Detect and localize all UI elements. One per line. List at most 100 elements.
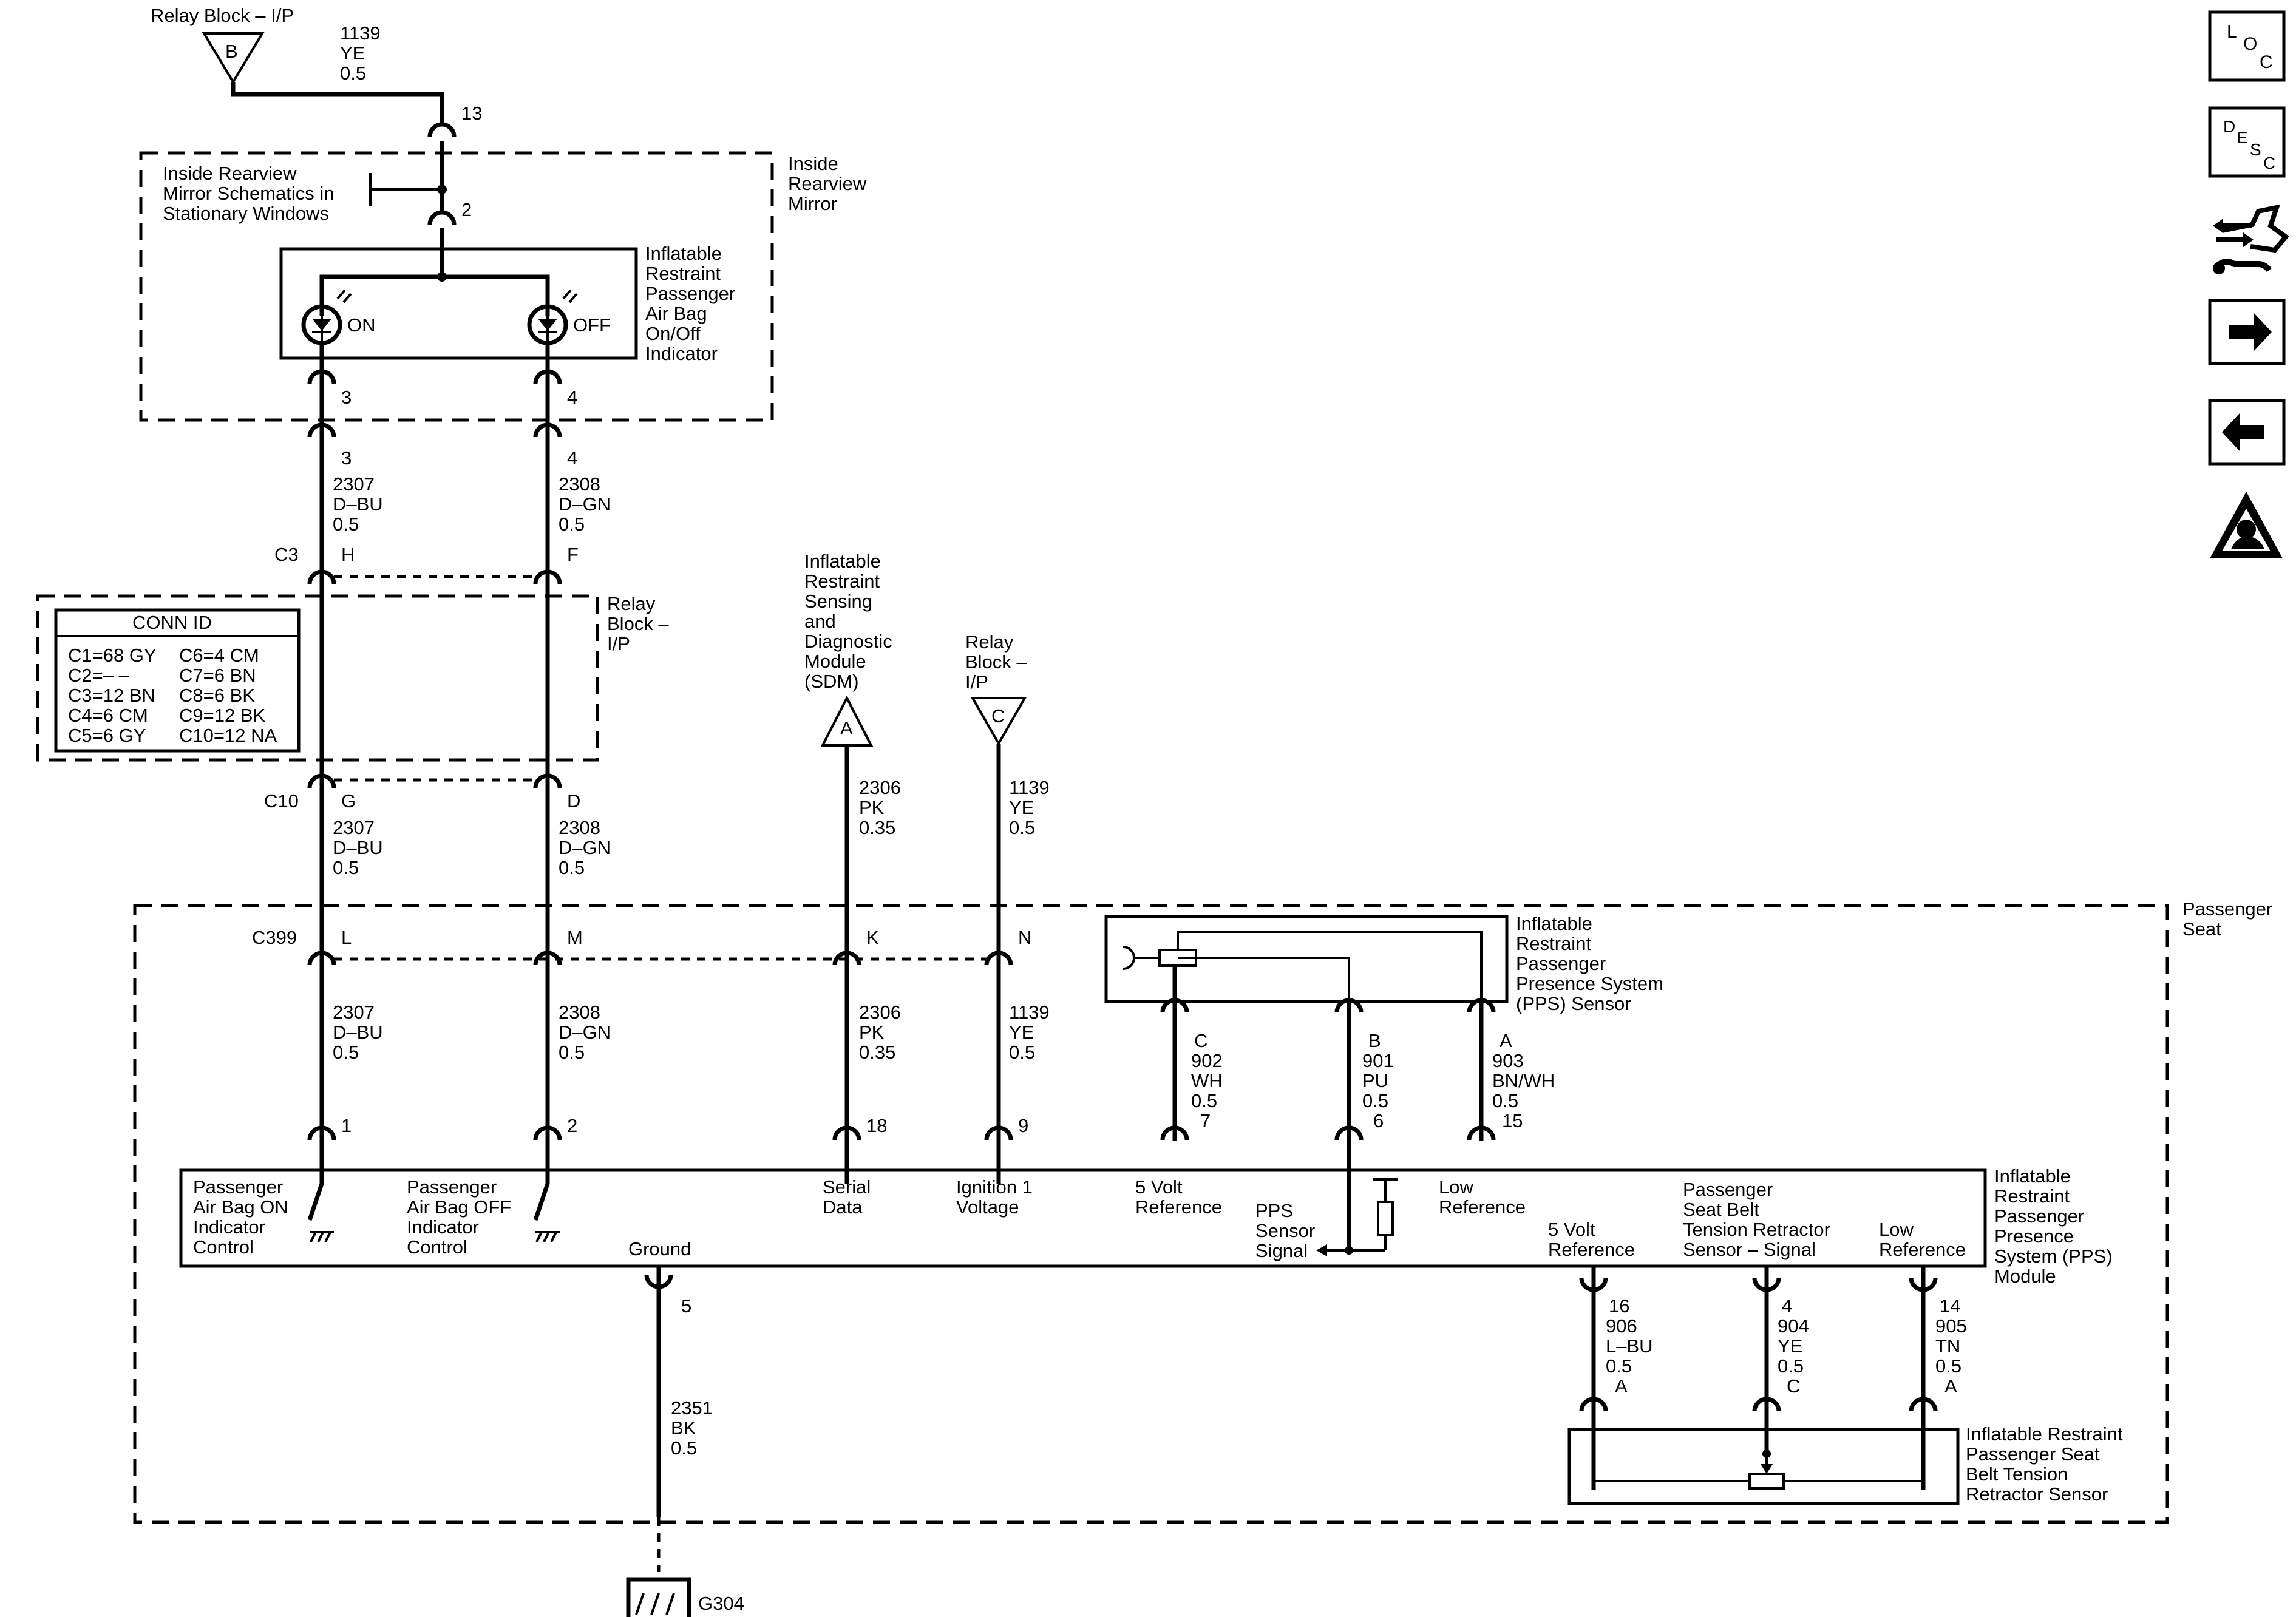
relay-c-color-2: YE	[1009, 1022, 1034, 1043]
fn-ign-2: Voltage	[956, 1196, 1019, 1218]
note-bracket	[369, 173, 442, 206]
fn-low2-2: Reference	[1879, 1239, 1966, 1260]
right-wire-circuit-3: 2308	[559, 1002, 600, 1023]
conn-id-l5: C5=6 GY	[68, 725, 146, 746]
relay-block-label-3: I/P	[607, 633, 630, 654]
svg-text:L: L	[2227, 22, 2237, 42]
pin-3-top: 3	[341, 387, 352, 408]
c3-f: F	[567, 544, 579, 565]
retr-905-gauge: 0.5	[1935, 1355, 1961, 1377]
relay-c-label-1: Relay	[965, 631, 1014, 653]
left-wire-gauge: 0.5	[333, 514, 359, 535]
sdm-label-3: Sensing	[804, 591, 872, 612]
mirror-note-3: Stationary Windows	[163, 203, 329, 224]
retr-lbu: L–BU	[1606, 1335, 1653, 1357]
retr-906-pin: A	[1615, 1375, 1628, 1397]
pps-sensor-box	[1104, 915, 1509, 1003]
svg-text:C: C	[2263, 154, 2275, 172]
sdm-label-5: Diagnostic	[804, 631, 892, 652]
left-wire-pin: 3	[341, 447, 352, 469]
c10-connector	[307, 773, 562, 788]
relay-c-triangle	[970, 697, 1027, 747]
loc-icon[interactable]: L O C	[2208, 10, 2286, 82]
fn-low-1: Low	[1439, 1176, 1473, 1198]
module-label-6: Module	[1994, 1266, 2056, 1287]
conn-id-l1: C1=68 GY	[68, 645, 157, 666]
passenger-seat-outline	[133, 904, 2169, 1524]
left-wire-circuit-2: 2307	[333, 817, 375, 838]
sdm-label-7: (SDM)	[804, 671, 859, 692]
conn-id-l3: C3=12 BN	[68, 685, 155, 706]
module-top-connectors	[307, 1125, 1496, 1141]
fn2-line2: Air Bag OFF	[407, 1196, 511, 1218]
led-on-label: ON	[347, 314, 376, 336]
seat-label-1: Passenger	[2182, 898, 2272, 920]
right-wire-color-2: D–GN	[559, 837, 611, 858]
module-pin-2: 2	[567, 1115, 577, 1136]
pps-label-1: Inflatable	[1516, 913, 1592, 934]
module-label-2: Restraint	[1994, 1185, 2070, 1207]
sdm-label-4: and	[804, 611, 836, 632]
retractor-sensor-box	[1567, 1428, 1960, 1505]
retr-906: 906	[1606, 1315, 1637, 1337]
prev-arrow-icon[interactable]	[2208, 399, 2286, 466]
conn-id-r2: C7=6 BN	[179, 665, 256, 686]
pps-b-pin: B	[1368, 1030, 1381, 1051]
desc-icon[interactable]: D E S C	[2208, 106, 2286, 178]
c399-label: C399	[252, 927, 297, 948]
svg-text:C: C	[2260, 52, 2273, 72]
connector-13	[427, 122, 457, 137]
left-wire-circuit: 2307	[333, 473, 375, 495]
c10-g: G	[341, 790, 356, 812]
module-pin-1: 1	[341, 1115, 352, 1136]
right-wire-gauge-3: 0.5	[559, 1042, 585, 1063]
fn-5v-1: 5 Volt	[1135, 1176, 1183, 1198]
left-wire-gauge-2: 0.5	[333, 857, 359, 878]
pps-connectors	[1160, 998, 1496, 1013]
ground-pin: 5	[681, 1295, 691, 1317]
pps-b-color: PU	[1362, 1070, 1388, 1091]
right-wire-pin: 4	[567, 447, 577, 469]
pps-label-5: (PPS) Sensor	[1516, 993, 1631, 1014]
fn-ign-1: Ignition 1	[956, 1176, 1033, 1198]
module-label-1: Inflatable	[1994, 1165, 2071, 1187]
next-arrow-icon[interactable]	[2208, 299, 2286, 365]
ground-circuit: 2351	[671, 1397, 713, 1419]
indicator-label-3: Passenger	[645, 283, 735, 304]
retr-905: 905	[1935, 1315, 1967, 1337]
pin-4-top: 4	[567, 387, 577, 408]
sdm-label-1: Inflatable	[804, 551, 881, 572]
indicator-label-6: Indicator	[645, 343, 718, 364]
indicator-box	[279, 247, 638, 360]
retr-14: 14	[1940, 1295, 1960, 1317]
harness-connector-icon[interactable]	[2213, 204, 2289, 274]
pin-2-label: 2	[461, 199, 472, 220]
svg-text:D: D	[2223, 117, 2235, 136]
airbag-warning-icon[interactable]	[2210, 492, 2283, 558]
c3-connector	[307, 569, 562, 585]
fn-low2-1: Low	[1879, 1219, 1914, 1240]
led-off-icon	[527, 289, 578, 345]
mirror-connectors	[307, 369, 562, 438]
retr-tn: TN	[1935, 1335, 1960, 1357]
retr-16: 16	[1609, 1295, 1629, 1317]
relay-c-gauge-2: 0.5	[1009, 1042, 1035, 1063]
svg-text:O: O	[2243, 34, 2257, 54]
pps-c-circuit: 902	[1191, 1050, 1223, 1071]
module-label-3: Passenger	[1994, 1205, 2084, 1227]
sdm-label-6: Module	[804, 651, 866, 672]
right-wire-color-3: D–GN	[559, 1022, 611, 1043]
fn1-line1: Passenger	[193, 1176, 283, 1198]
relay-c-pin: C	[991, 705, 1005, 727]
retr-4: 4	[1782, 1295, 1792, 1317]
sdm-circuit-2: 2306	[859, 1002, 901, 1023]
relay-c-circuit: 1139	[1009, 777, 1050, 798]
retractor-label-3: Belt Tension	[1966, 1463, 2068, 1485]
conn-id-l4: C4=6 CM	[68, 705, 148, 726]
pps-signal-resistor	[1316, 1170, 1398, 1256]
left-wire-color-2: D–BU	[333, 837, 383, 858]
pps-b-circuit: 901	[1362, 1050, 1394, 1071]
pps-b-gauge: 0.5	[1362, 1090, 1388, 1111]
fn-5v-2: Reference	[1135, 1196, 1222, 1218]
